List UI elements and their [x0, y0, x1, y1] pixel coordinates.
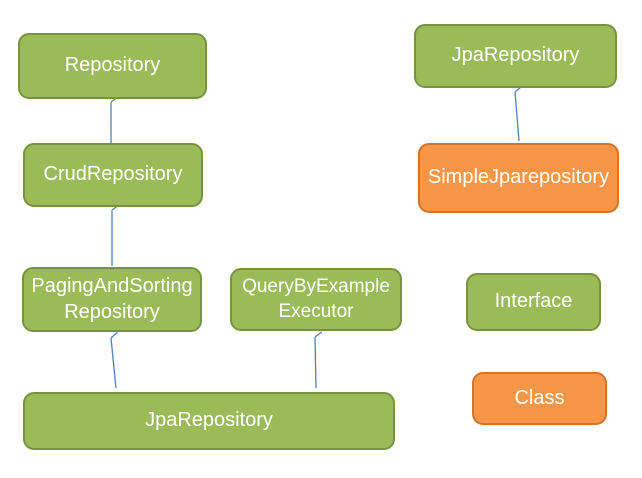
- arrow-jpa-to-paging: [111, 338, 116, 389]
- node-qbe-label-line2: Executor: [278, 300, 354, 322]
- node-paging-label-line2: Repository: [64, 300, 160, 323]
- node-simple-jpa-repository-label: SimpleJparepository: [427, 166, 610, 189]
- node-paging-and-sorting-repository: PagingAndSorting Repository: [22, 267, 202, 332]
- node-crud-repository-label: CrudRepository: [43, 163, 183, 186]
- arrow-jpa-to-querybyexample: [314, 337, 316, 389]
- legend-class-label: Class: [514, 386, 565, 409]
- node-jpa-repository: JpaRepository: [23, 392, 395, 450]
- arrow-simplejpa-to-jparepository: [515, 92, 519, 142]
- node-simple-jpa-repository: SimpleJparepository: [418, 143, 619, 213]
- node-jpa-repository-right: JpaRepository: [414, 24, 617, 88]
- node-crud-repository: CrudRepository: [23, 143, 203, 207]
- node-jpa-repository-right-label: JpaRepository: [451, 44, 580, 67]
- node-qbe-label-line1: QueryByExample: [242, 276, 390, 298]
- node-repository-label: Repository: [64, 54, 161, 77]
- node-jpa-repository-label: JpaRepository: [145, 409, 273, 432]
- node-repository: Repository: [18, 33, 207, 99]
- node-query-by-example-executor: QueryByExample Executor: [230, 268, 402, 331]
- legend-interface: Interface: [466, 273, 601, 331]
- legend-interface-label: Interface: [494, 290, 573, 313]
- legend-class: Class: [472, 372, 607, 425]
- node-paging-label-line1: PagingAndSorting: [31, 274, 193, 297]
